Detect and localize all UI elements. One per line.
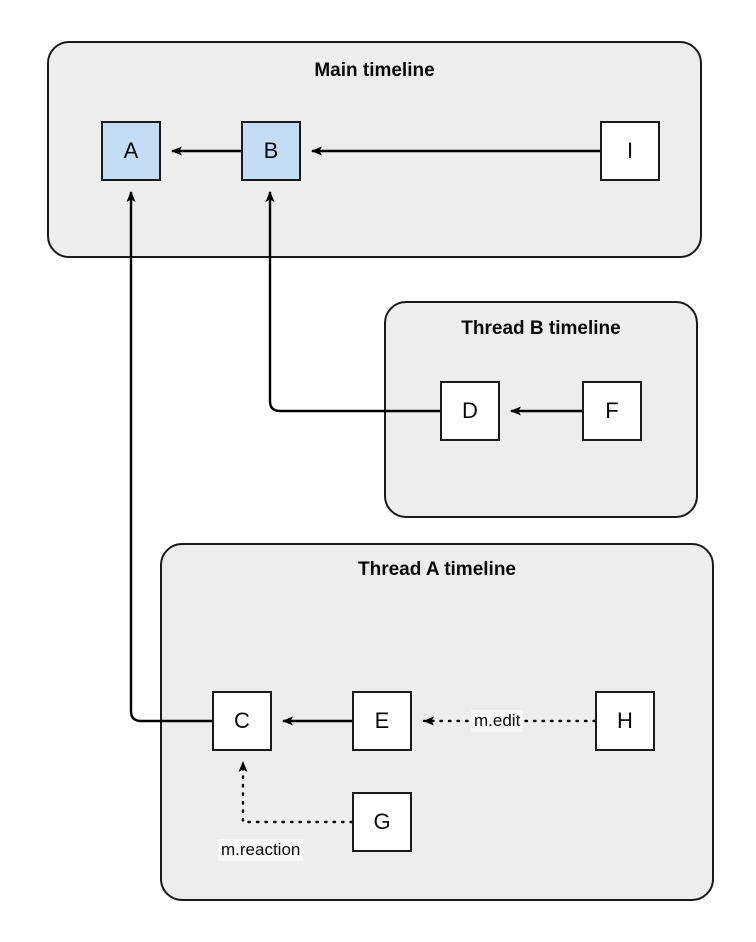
edge-g-to-c — [238, 760, 354, 824]
edge-label-m-edit: m.edit — [471, 710, 524, 732]
edge-label-m-reaction: m.reaction — [218, 839, 304, 861]
event-node-i[interactable]: I — [600, 121, 660, 181]
timeline-container-thread-b — [384, 301, 698, 518]
timeline-title-thread-b: Thread B timeline — [461, 318, 621, 339]
event-node-h[interactable]: H — [595, 691, 655, 751]
timeline-title-thread-a: Thread A timeline — [357, 559, 516, 580]
timeline-title-main: Main timeline — [314, 60, 435, 81]
edge-d-to-b — [265, 191, 440, 413]
event-node-b[interactable]: B — [241, 121, 301, 181]
event-node-d[interactable]: D — [440, 381, 500, 441]
event-node-g[interactable]: G — [352, 792, 412, 852]
edge-c-to-a — [126, 191, 212, 723]
event-node-a[interactable]: A — [101, 121, 161, 181]
event-node-c[interactable]: C — [212, 691, 272, 751]
event-node-e[interactable]: E — [352, 691, 412, 751]
event-node-f[interactable]: F — [582, 381, 642, 441]
